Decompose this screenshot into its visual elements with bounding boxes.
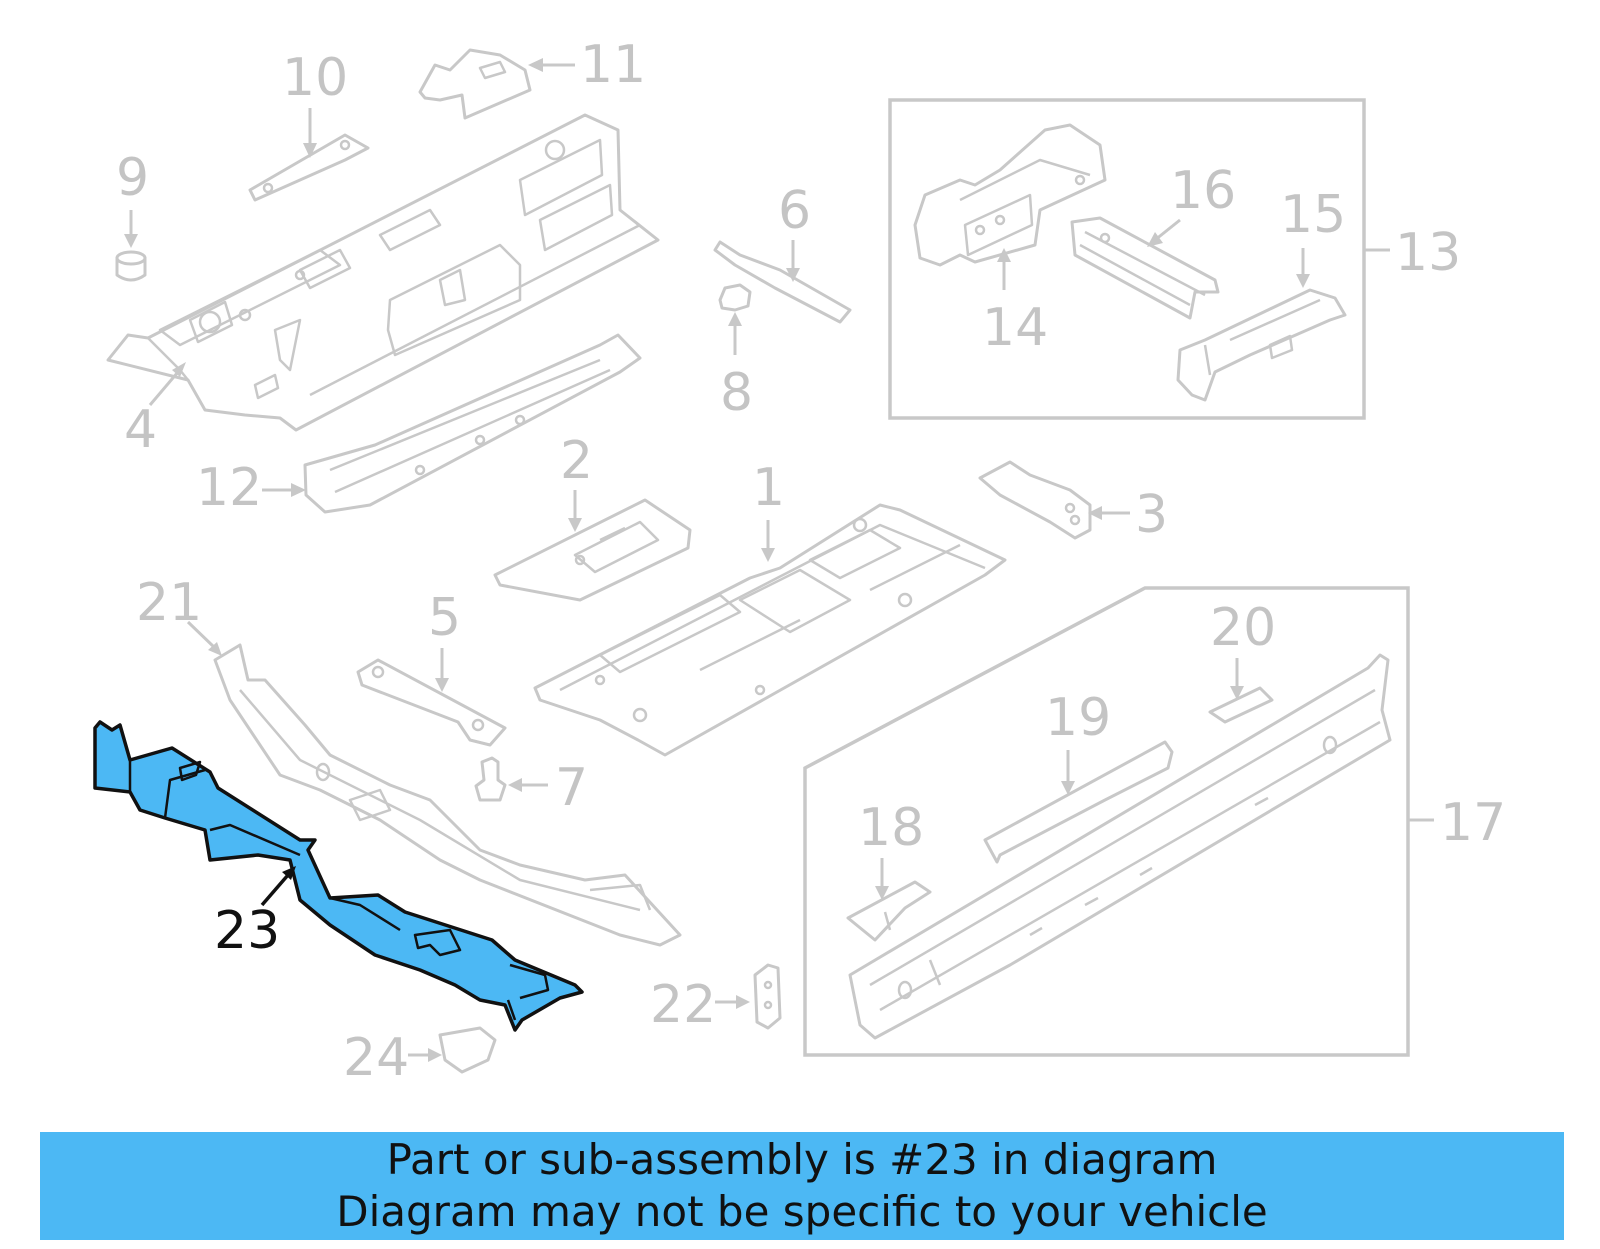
part-2[interactable] [493,498,692,602]
callout-3: 3 [1088,485,1168,545]
part-17[interactable] [848,653,1392,1040]
part-19[interactable] [983,740,1174,864]
callout-2: 2 [560,431,593,532]
part-10[interactable] [248,133,370,202]
callout-6: 6 [778,181,811,282]
banner-disclaimer: Diagram may not be specific to your vehi… [336,1187,1268,1236]
part-18[interactable] [846,880,932,942]
callout-19: 19 [1045,688,1111,795]
svg-text:2: 2 [560,431,593,491]
callout-7: 7 [508,758,588,818]
callout-9: 9 [116,148,149,248]
callout-20: 20 [1210,598,1276,700]
svg-text:1: 1 [752,458,785,518]
svg-text:16: 16 [1170,161,1236,221]
banner-part-note: Part or sub-assembly is #23 in diagram [386,1135,1218,1184]
svg-text:8: 8 [720,363,753,423]
svg-text:24: 24 [343,1028,409,1088]
svg-text:19: 19 [1045,688,1111,748]
part-22[interactable] [753,963,782,1030]
part-9[interactable] [115,250,147,282]
part-4[interactable] [106,113,660,432]
svg-text:21: 21 [136,573,202,633]
svg-text:3: 3 [1135,485,1168,545]
callout-24: 24 [343,1028,442,1088]
callout-21: 21 [136,573,222,656]
part-15[interactable] [1176,288,1347,402]
part-12[interactable] [303,333,642,514]
callout-4: 4 [124,362,186,460]
svg-text:12: 12 [196,458,262,518]
svg-text:6: 6 [778,181,811,241]
callout-5: 5 [428,588,461,692]
part-14[interactable] [913,123,1107,267]
part-20[interactable] [1208,686,1274,724]
callout-15: 15 [1280,185,1346,288]
svg-text:7: 7 [555,758,588,818]
part-21[interactable] [213,643,682,947]
part-23[interactable] [93,720,584,1032]
svg-text:13: 13 [1395,223,1461,283]
callout-11: 11 [528,35,646,95]
part-24[interactable] [438,1026,497,1074]
group-box-13 [888,98,1366,420]
part-7[interactable] [474,756,507,802]
part-5[interactable] [356,658,507,747]
part-16[interactable] [1070,216,1220,320]
svg-text:18: 18 [858,798,924,858]
svg-text:23: 23 [214,901,280,961]
part-11[interactable] [418,48,532,120]
callout-18: 18 [858,798,924,900]
svg-text:9: 9 [116,148,149,208]
part-1[interactable] [533,503,1007,757]
svg-text:5: 5 [428,588,461,648]
callout-22: 22 [650,975,750,1035]
callout-12: 12 [196,458,306,518]
svg-text:17: 17 [1440,793,1506,853]
callout-16: 16 [1147,161,1236,247]
info-banner: Part or sub-assembly is #23 in diagram D… [40,1132,1564,1240]
svg-text:4: 4 [124,400,157,460]
callout-17: 17 [1408,793,1506,853]
callout-23: 23 [214,866,296,961]
part-3[interactable] [978,460,1092,540]
callout-13: 13 [1364,223,1461,283]
svg-text:20: 20 [1210,598,1276,658]
svg-text:22: 22 [650,975,716,1035]
svg-text:14: 14 [982,298,1048,358]
svg-text:11: 11 [580,35,646,95]
callout-1: 1 [752,458,785,562]
callout-14: 14 [982,248,1048,358]
svg-text:15: 15 [1280,185,1346,245]
part-6[interactable] [713,240,852,324]
callout-10: 10 [282,48,348,158]
svg-text:10: 10 [282,48,348,108]
part-8[interactable] [718,283,752,312]
callout-8: 8 [720,312,753,423]
